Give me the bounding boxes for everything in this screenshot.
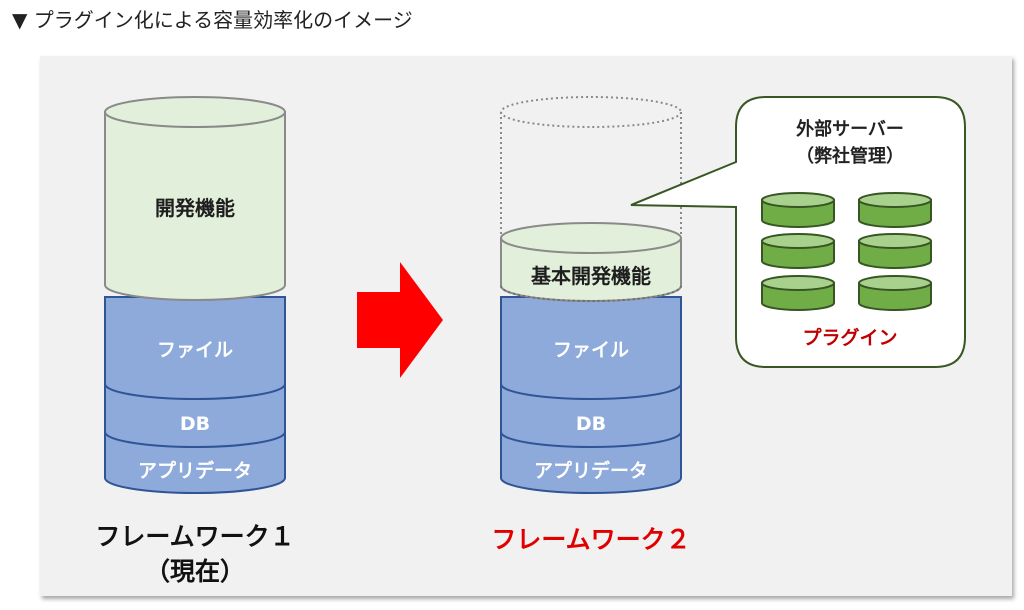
framework1-caption: フレームワーク１ [95, 522, 294, 551]
plugin-grid [761, 192, 932, 311]
framework1-dev-label: 開発機能 [155, 196, 235, 220]
framework2-ghost-top [500, 96, 682, 128]
framework2-cylinder: 基本開発機能 ファイル DB アプリデータ [500, 96, 682, 494]
framework1-dev-body [104, 111, 286, 301]
framework2-divider-2 [500, 431, 682, 448]
plugin-label: プラグイン [802, 326, 897, 349]
framework1-caption-sub: （現在） [145, 557, 245, 586]
framework2-layer-file: ファイル [553, 339, 629, 361]
framework1-cylinder: 開発機能 ファイル DB アプリデータ [104, 96, 286, 494]
framework2-dev-label: 基本開発機能 [531, 264, 651, 288]
framework1-divider-1 [104, 383, 286, 400]
database-cylinder-icon [761, 233, 835, 269]
framework2-caption: フレームワーク２ [491, 525, 690, 554]
database-cylinder-icon [761, 275, 835, 311]
framework1-layer-appdata: アプリデータ [138, 459, 252, 482]
framework2-storage-body [500, 296, 682, 494]
transition-arrow-icon [357, 262, 443, 378]
callout-title-line1: 外部サーバー [796, 118, 904, 140]
framework1-divider-2 [104, 431, 286, 448]
framework2-divider-1 [500, 383, 682, 400]
framework1-layer-file: ファイル [157, 339, 233, 361]
framework2-layer-db: DB [576, 413, 606, 435]
database-cylinder-icon [858, 233, 932, 269]
callout-title-line2: （弊社管理） [796, 145, 904, 167]
framework1-storage-body [104, 296, 286, 494]
framework1-layer-db: DB [180, 413, 210, 435]
framework2-layer-appdata: アプリデータ [534, 459, 648, 482]
framework1-top-cap [104, 96, 286, 128]
framework2-top-cap [500, 222, 682, 254]
database-cylinder-icon [858, 275, 932, 311]
database-cylinder-icon [858, 192, 932, 228]
database-cylinder-icon [761, 192, 835, 228]
page-title: ▼ プラグイン化による容量効率化のイメージ [12, 8, 413, 32]
